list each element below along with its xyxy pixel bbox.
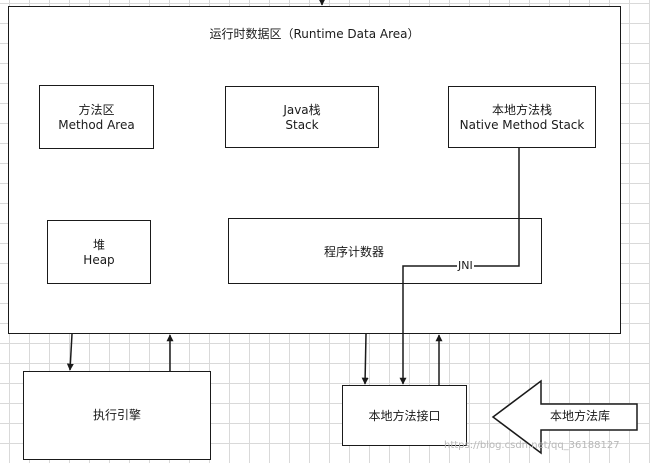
native-library-label: 本地方法库: [549, 409, 610, 423]
method-area-box: 方法区 Method Area: [39, 85, 154, 149]
program-counter-box: 程序计数器: [228, 218, 542, 284]
method-area-label: 方法区 Method Area: [40, 103, 153, 133]
heap-subtitle: Heap: [83, 253, 115, 267]
watermark-text: https://blog.csdn.net/qq_36188127: [444, 440, 620, 451]
java-stack-box: Java栈 Stack: [225, 86, 379, 148]
native-method-stack-label: 本地方法栈 Native Method Stack: [449, 103, 595, 133]
native-method-stack-title: 本地方法栈: [491, 103, 552, 117]
native-interface-box: 本地方法接口: [342, 385, 467, 446]
method-area-title: 方法区: [78, 103, 115, 117]
area-to-interface-arrow: [361, 333, 369, 385]
method-area-subtitle: Method Area: [58, 118, 135, 132]
heap-label: 堆 Heap: [48, 238, 150, 268]
runtime-data-area: 运行时数据区（Runtime Data Area）: [8, 6, 621, 334]
execution-engine-box: 执行引擎: [23, 371, 211, 460]
java-stack-subtitle: Stack: [285, 118, 319, 132]
program-counter-label: 程序计数器: [323, 245, 384, 259]
execution-engine-label: 执行引擎: [92, 408, 141, 422]
jni-label: JNI: [457, 259, 474, 272]
java-stack-label: Java栈 Stack: [226, 103, 378, 133]
heap-box: 堆 Heap: [47, 220, 151, 284]
java-stack-title: Java栈: [283, 103, 321, 117]
heap-title: 堆: [92, 238, 105, 252]
native-method-stack-box: 本地方法栈 Native Method Stack: [448, 86, 596, 148]
native-method-stack-subtitle: Native Method Stack: [459, 118, 585, 132]
runtime-data-area-title: 运行时数据区（Runtime Data Area）: [209, 27, 420, 41]
area-to-engine-arrow: [66, 333, 74, 371]
native-interface-label: 本地方法接口: [368, 409, 441, 423]
